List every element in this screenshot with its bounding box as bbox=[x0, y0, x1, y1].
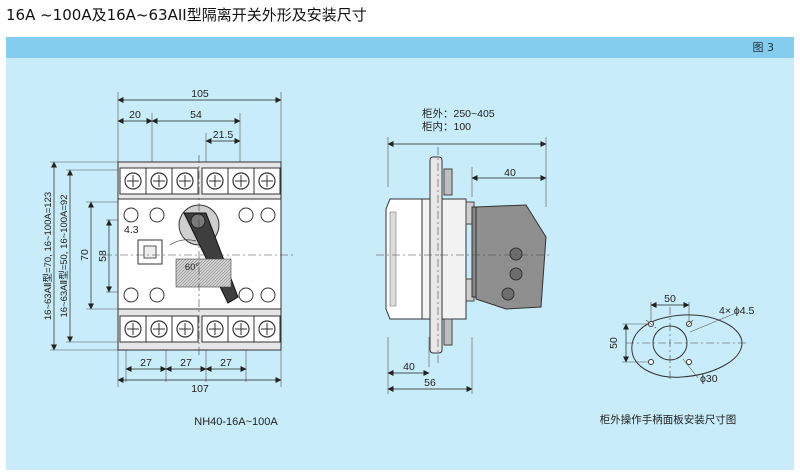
dim-70: 70 bbox=[79, 249, 91, 261]
figure-label: 图 3 bbox=[752, 41, 775, 54]
panel-cutout-view: 50 4× ϕ4.5 50 ϕ30 柜外操作手柄面板安装尺寸图 bbox=[600, 293, 755, 426]
bottom-terminals bbox=[119, 315, 281, 343]
dim-107: 107 bbox=[191, 383, 209, 395]
front-view-caption: NH40-16A~100A bbox=[194, 416, 278, 428]
holes-spec: 4× ϕ4.5 bbox=[719, 305, 755, 317]
diagram-panel: 图 3 bbox=[6, 37, 794, 470]
nameplate bbox=[175, 258, 232, 288]
dim-54: 54 bbox=[190, 109, 202, 121]
dim-56: 56 bbox=[424, 377, 436, 389]
dim-height-b: 16~63AⅡ型=50, 16~100A=92 bbox=[59, 194, 70, 317]
dim-4-3: 4.3 bbox=[124, 224, 139, 236]
dim-27-b: 27 bbox=[180, 357, 192, 369]
external-handle bbox=[471, 204, 547, 310]
dim-21-5: 21.5 bbox=[213, 129, 234, 141]
cutout-outline bbox=[631, 314, 743, 378]
page-title: 16A ~100A及16A~63AII型隔离开关外形及安装尺寸 bbox=[6, 6, 367, 24]
dim-27-c: 27 bbox=[220, 357, 232, 369]
front-dimension-lines bbox=[51, 97, 282, 383]
dim-58: 58 bbox=[97, 250, 109, 262]
dim-40-top: 40 bbox=[504, 167, 516, 179]
dim-50-vertical: 50 bbox=[608, 337, 620, 349]
top-terminals bbox=[119, 167, 281, 195]
cabinet-outside-label: 柜外：250~405 bbox=[422, 107, 495, 120]
mounting-holes bbox=[123, 207, 276, 303]
side-view: 柜外：250~405 柜内：100 40 40 56 bbox=[376, 107, 551, 394]
dim-27-a: 27 bbox=[140, 357, 152, 369]
cutout-caption: 柜外操作手柄面板安装尺寸图 bbox=[600, 413, 737, 426]
panel-header-bar: 图 3 bbox=[6, 37, 794, 58]
dim-50-horizontal: 50 bbox=[664, 293, 676, 305]
dim-height-a: 16~63AⅡ型=70, 16~100A=123 bbox=[43, 192, 54, 320]
technical-drawing: 105 20 54 21.5 4.3 60° 70 58 16~63AⅡ型=70… bbox=[43, 88, 755, 428]
indicator-window bbox=[137, 239, 163, 265]
cutout-dimension-lines bbox=[623, 302, 690, 363]
dim-phi30: ϕ30 bbox=[700, 373, 718, 385]
front-view: 105 20 54 21.5 4.3 60° 70 58 16~63AⅡ型=70… bbox=[43, 88, 296, 428]
dim-20: 20 bbox=[129, 109, 141, 121]
side-dimension-lines bbox=[387, 141, 547, 392]
dim-angle: 60° bbox=[185, 262, 200, 273]
dim-40-bottom: 40 bbox=[403, 361, 415, 373]
cabinet-inside-label: 柜内：100 bbox=[422, 120, 471, 133]
dim-105: 105 bbox=[191, 88, 209, 100]
